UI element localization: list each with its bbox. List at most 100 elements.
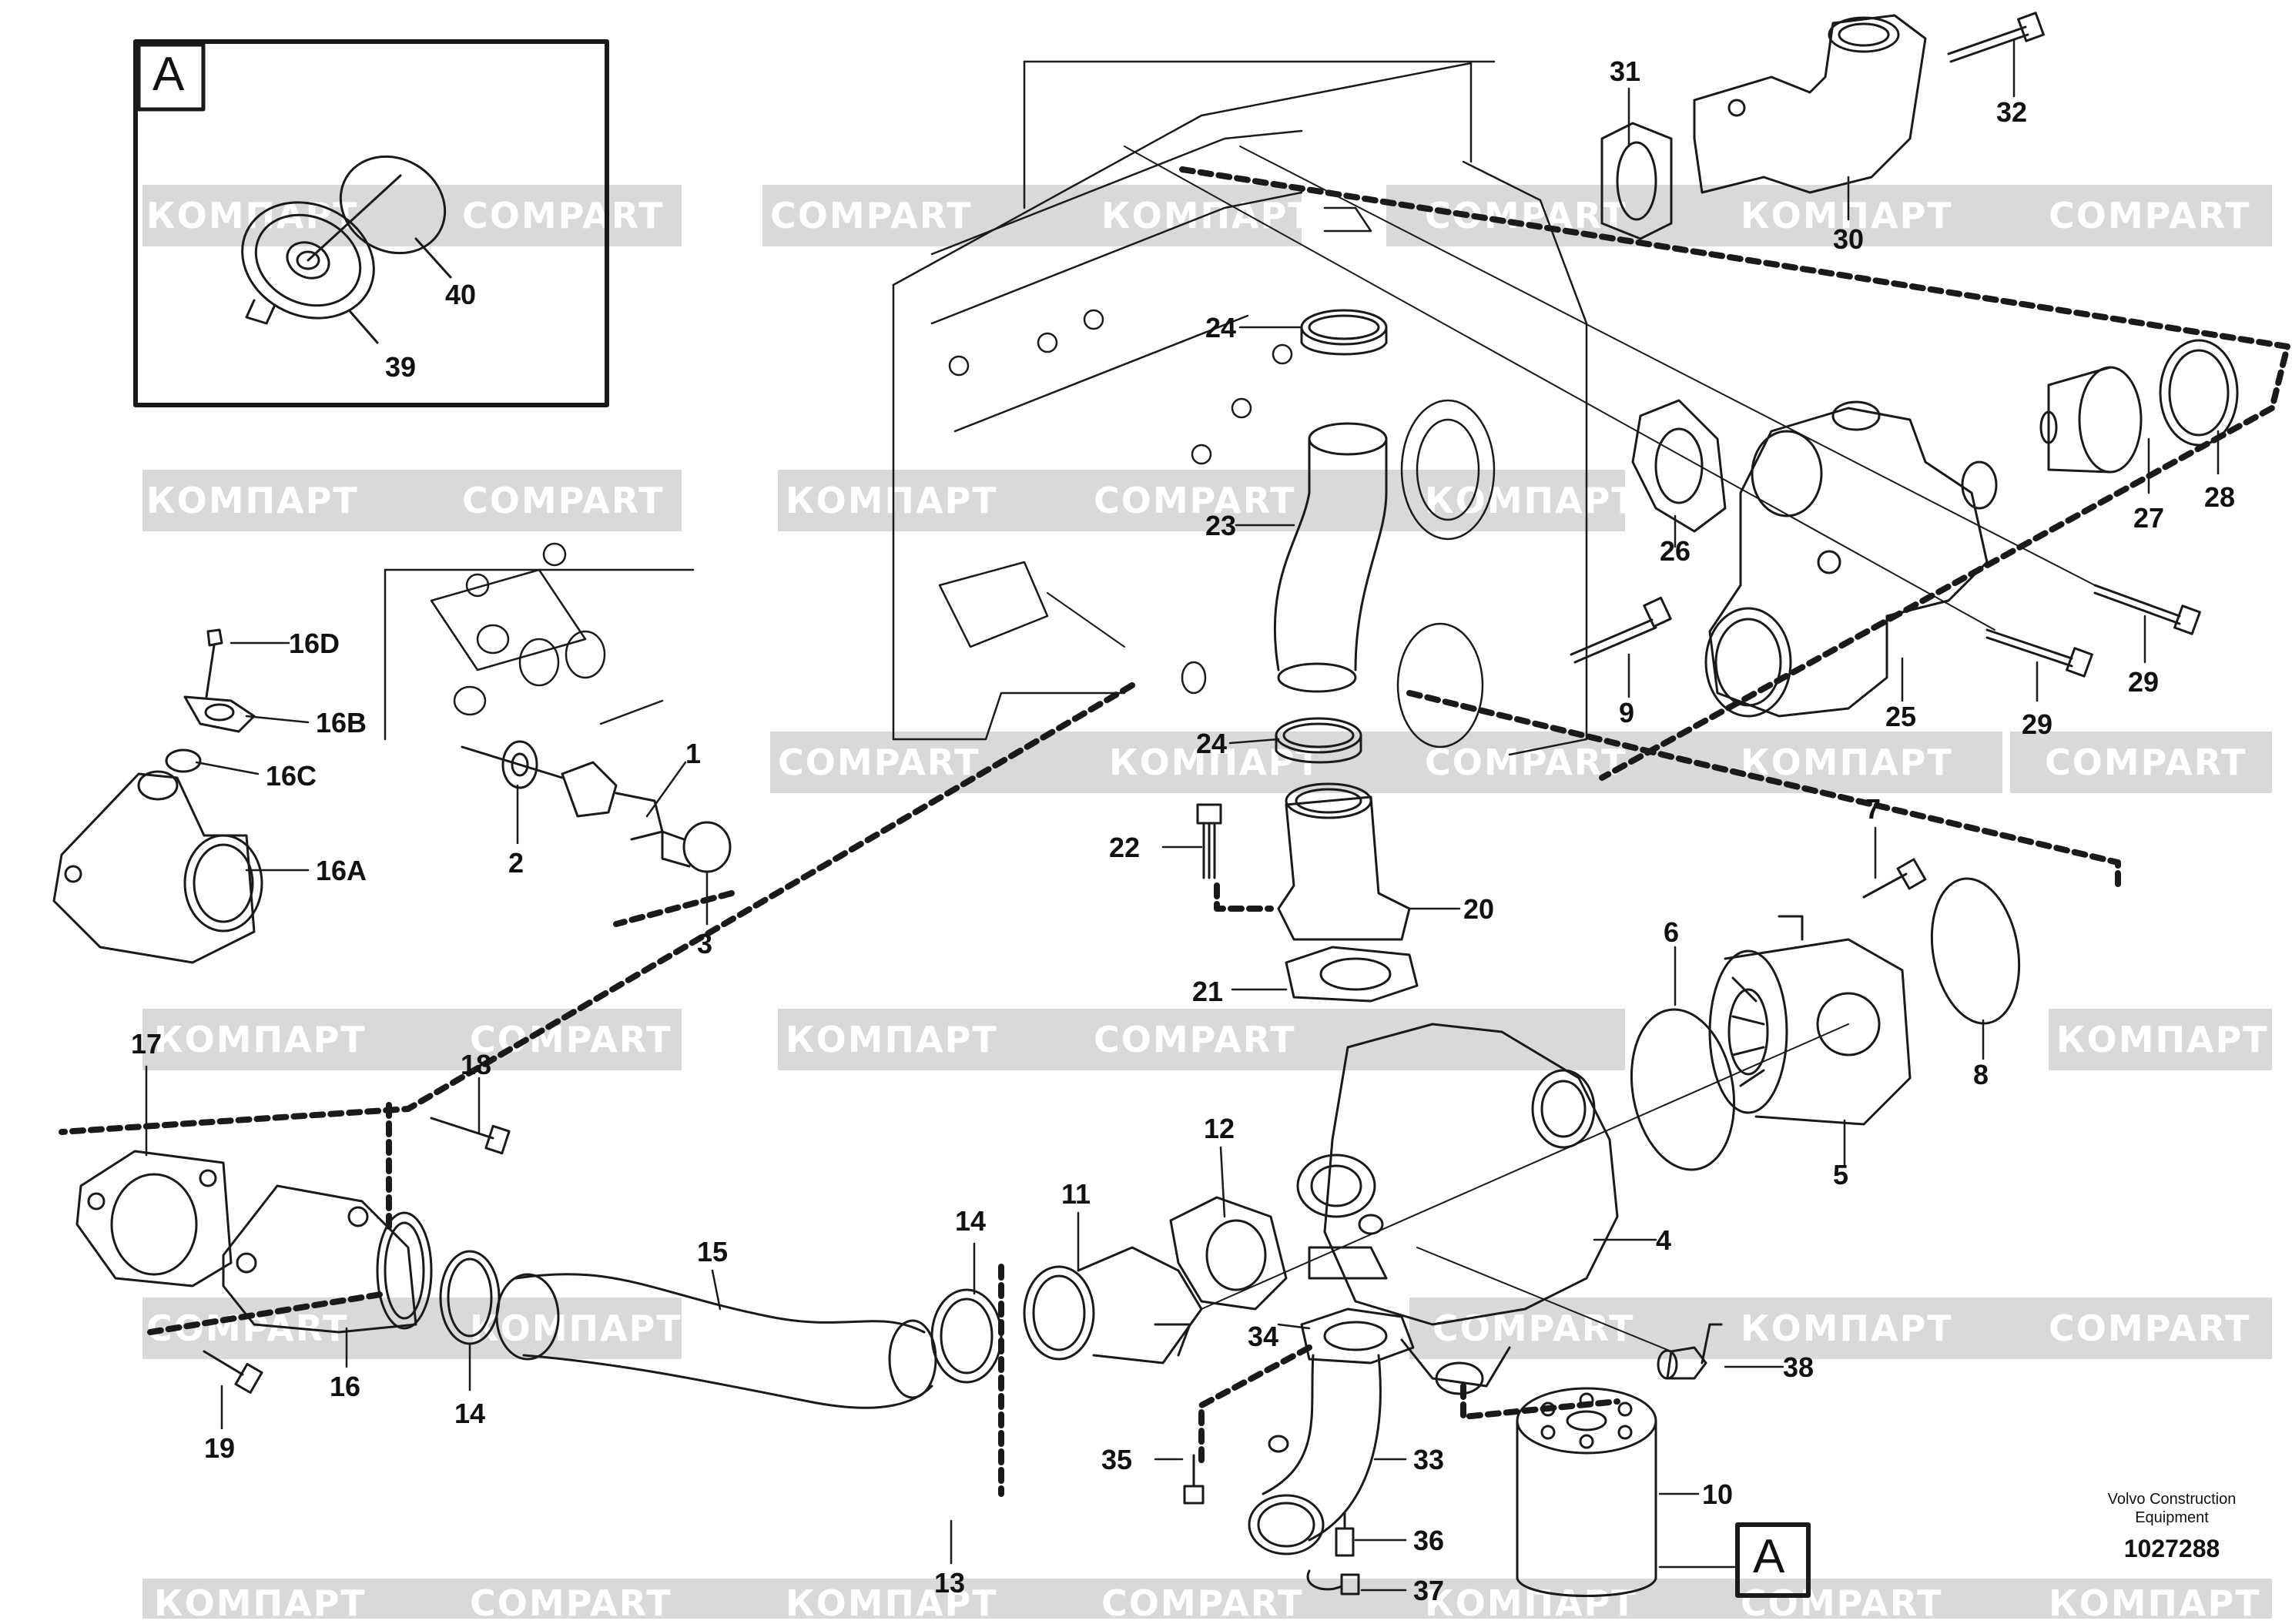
part-32-bolt <box>1947 12 2045 63</box>
part-26-gasket <box>1631 399 1727 533</box>
label-2: 2 <box>508 847 524 879</box>
part-31-gasket <box>1600 122 1673 240</box>
part-12-gasket <box>1169 1196 1288 1311</box>
label-20: 20 <box>1463 893 1495 925</box>
part-36-fitting <box>1335 1512 1355 1557</box>
leader-lines <box>145 39 2220 1592</box>
label-23: 23 <box>1205 510 1237 541</box>
label-24-top: 24 <box>1205 312 1237 343</box>
part-11-pipe <box>1023 1246 1203 1364</box>
watermark-text: КОМПАРТ <box>1741 1308 1953 1349</box>
part-27-thermostat <box>2039 366 2143 474</box>
part-30-outlet-pipe <box>1693 14 1927 194</box>
diagram-number: 1027288 <box>2123 1535 2220 1562</box>
part-23-hose <box>1273 422 1388 693</box>
label-9: 9 <box>1619 697 1635 728</box>
part-18-bolt <box>430 1117 511 1155</box>
part-9-bolt <box>1570 596 1672 664</box>
label-29-upper: 29 <box>2128 666 2160 698</box>
part-10-filter <box>1516 1387 1657 1597</box>
label-7: 7 <box>1865 793 1882 825</box>
label-16b: 16B <box>316 707 367 738</box>
label-37: 37 <box>1413 1575 1445 1606</box>
part-24-clamp-bottom <box>1275 717 1362 764</box>
credit-line1: Volvo Construction <box>2107 1491 2237 1508</box>
thermostat-seal <box>241 201 375 325</box>
inset-box <box>133 39 609 407</box>
credit-line2: Equipment <box>2135 1509 2209 1526</box>
credit-block: Volvo Construction Equipment <box>2079 1490 2264 1527</box>
part-21-gasket <box>1285 946 1419 1003</box>
label-24-bottom: 24 <box>1196 728 1228 759</box>
part-3-cap <box>661 821 732 873</box>
watermark-text: КОМПАРТ <box>154 1019 367 1060</box>
watermark-text: КОМПАРТ <box>154 1582 367 1624</box>
label-11: 11 <box>1061 1178 1091 1210</box>
part-37-drain-plug <box>1306 1569 1360 1596</box>
watermark-text: КОМПАРТ <box>2049 1582 2261 1624</box>
part-38-fitting <box>1657 1323 1723 1380</box>
watermark-text: COMPART <box>470 1582 672 1624</box>
label-19: 19 <box>204 1432 236 1464</box>
label-25: 25 <box>1885 701 1917 732</box>
part-15-hose <box>495 1273 937 1409</box>
part-33-elbow-pipe <box>1248 1354 1382 1555</box>
label-35: 35 <box>1101 1444 1133 1475</box>
part-17-gasket <box>75 1150 233 1287</box>
label-38: 38 <box>1783 1351 1814 1383</box>
engine-detail-left <box>384 542 695 741</box>
watermark-text: КОМПАРТ <box>786 480 998 521</box>
watermark-text: COMPART <box>1094 1019 1296 1060</box>
part-34-gasket <box>1300 1308 1415 1364</box>
watermark-text: КОМПАРТ <box>2056 1019 2269 1060</box>
inset-title: A <box>152 48 185 101</box>
label-29-lower: 29 <box>2022 708 2053 740</box>
label-16d: 16D <box>289 628 340 659</box>
watermark-text: COMPART <box>1425 742 1627 783</box>
part-14-clamp-left <box>439 1250 501 1345</box>
label-16a: 16A <box>316 855 367 886</box>
part-29-bolt-lower <box>1985 628 2093 678</box>
watermark-text: КОМПАРТ <box>1741 195 1953 236</box>
part-16d-bolt <box>205 628 223 698</box>
label-13: 13 <box>934 1567 966 1599</box>
part-16-connector <box>222 1184 433 1334</box>
part-8-oring <box>1930 877 2021 1025</box>
part-16c-oring <box>165 748 202 773</box>
part-22-bolt <box>1196 803 1222 879</box>
part-25-thermostat-housing <box>1704 400 1998 718</box>
watermark-text: КОМПАРТ <box>1109 742 1322 783</box>
label-12: 12 <box>1204 1113 1235 1144</box>
label-32: 32 <box>1996 96 2028 128</box>
dashed-outline <box>59 166 2290 1497</box>
part-28-seal <box>2159 339 2239 447</box>
part-35-bolt <box>1183 1454 1205 1505</box>
label-26: 26 <box>1660 535 1691 567</box>
label-33: 33 <box>1413 1444 1445 1475</box>
label-4: 4 <box>1656 1224 1672 1256</box>
watermark-text: COMPART <box>2045 742 2247 783</box>
label-39: 39 <box>385 351 417 383</box>
label-8: 8 <box>1973 1059 1989 1090</box>
label-1: 1 <box>685 738 702 769</box>
label-22: 22 <box>1109 832 1141 863</box>
label-5: 5 <box>1833 1159 1849 1190</box>
label-30: 30 <box>1833 223 1865 255</box>
watermark-text: COMPART <box>1432 1308 1635 1349</box>
part-16b-cover <box>183 695 256 733</box>
label-34: 34 <box>1248 1321 1279 1352</box>
axis-lines <box>1047 146 2096 1352</box>
watermark-text: КОМПАРТ <box>1741 742 1953 783</box>
label-14-left: 14 <box>454 1398 486 1429</box>
label-16: 16 <box>330 1371 361 1402</box>
part-14-clamp-right <box>930 1288 1003 1384</box>
watermark-text: COMPART <box>2049 195 2251 236</box>
part-4-pump-housing <box>1296 1023 1619 1395</box>
label-17: 17 <box>131 1028 163 1060</box>
label-40: 40 <box>445 279 477 310</box>
part-5-pump <box>1708 915 1912 1126</box>
watermark-text: COMPART <box>462 480 665 521</box>
watermark-text: COMPART <box>1094 480 1296 521</box>
